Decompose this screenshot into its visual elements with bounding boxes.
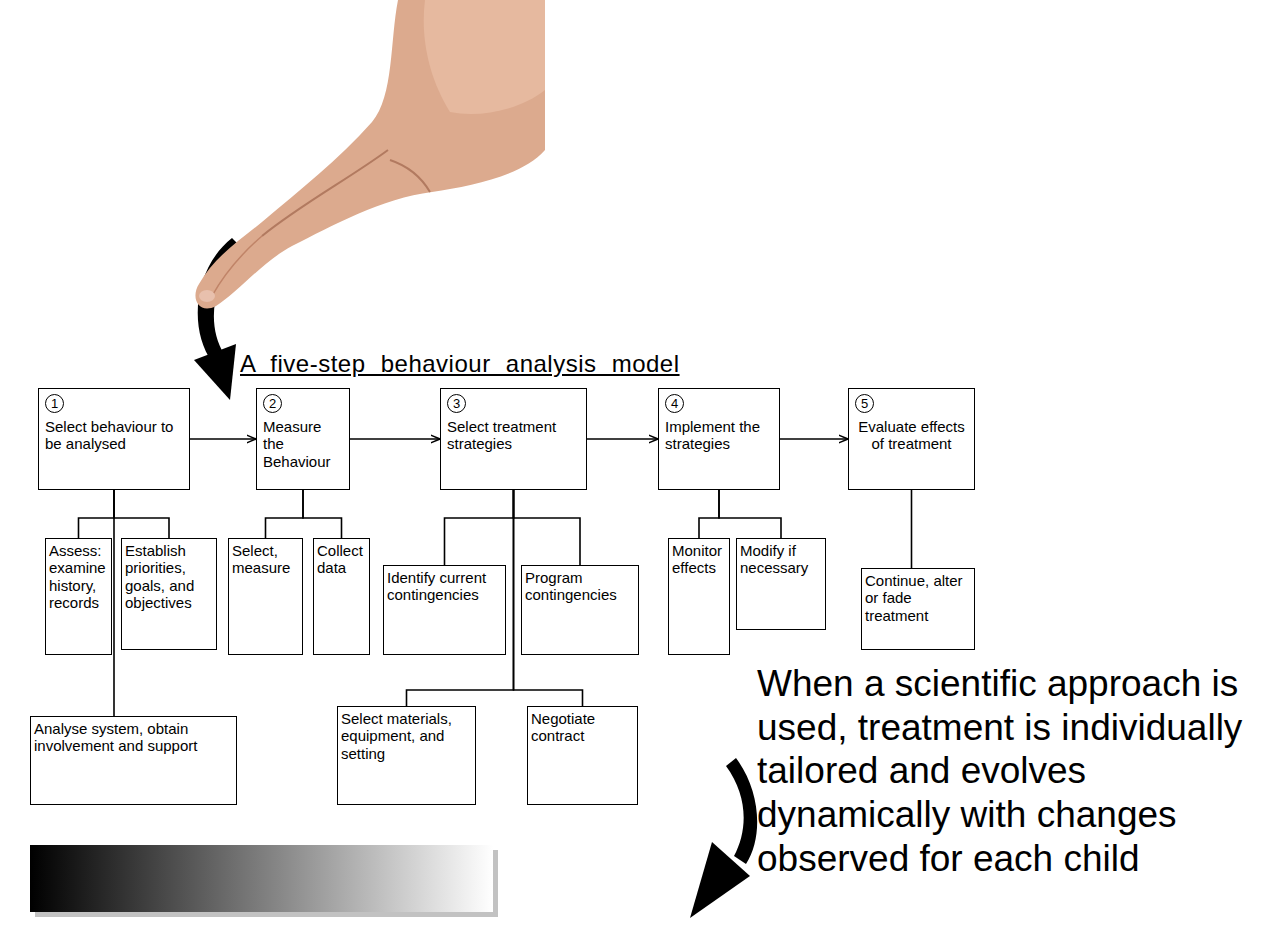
step-box: 1Select behaviour to be analysed [38,388,190,490]
box-text: Analyse system, obtain involvement and s… [34,720,233,755]
sub-step-box: Modify if necessary [736,538,826,630]
box-text: Select materials, equipment, and setting [341,710,472,762]
arrow-head [690,842,750,918]
tree-connector [79,490,115,538]
box-text: Program contingencies [525,569,635,604]
sub-step-box: Continue, alter or fade treatment [861,568,975,650]
sub-step-box: Collect data [313,538,370,655]
box-text: Collect data [317,542,366,577]
box-text: Select behaviour to be analysed [45,418,183,453]
knuckle-crease [390,160,430,192]
flow-arrow [350,438,440,440]
tree-connector [303,490,342,538]
tree-connector [719,490,781,538]
hand-highlight [424,0,545,114]
step-box: 3Select treatment strategies [440,388,587,490]
step-number: 4 [665,394,684,413]
box-text: Measure the Behaviour [263,418,343,470]
box-text: Identify current contingencies [387,569,502,604]
sub-step-box: Monitor effects [668,538,730,655]
sub-step-box: Identify current contingencies [383,565,506,655]
box-text: Negotiate contract [531,710,634,745]
box-text: Implement the strategies [665,418,773,453]
sub-step-box: Select materials, equipment, and setting [337,706,476,805]
arrow-head [194,344,236,400]
curved-arrow [726,758,757,864]
sub-step-box: Establish priorities, goals, and objecti… [121,538,217,650]
step-box: 4Implement the strategies [658,388,780,490]
sub-step-box: Negotiate contract [527,706,638,805]
box-text: Select treatment strategies [447,418,580,453]
tree-connector [514,490,581,565]
tree-connector [445,490,514,565]
tree-connector [911,490,913,568]
box-text: Select, measure [232,542,299,577]
flow-arrow [190,438,256,440]
tree-connector [114,490,169,538]
step-box: 5Evaluate effects of treatment [848,388,975,490]
tree-connector [266,490,304,538]
box-text: Assess: examine history, records [49,542,108,611]
box-text: Modify if necessary [740,542,822,577]
tree-connector [699,490,719,538]
sub-step-box: Analyse system, obtain involvement and s… [30,716,237,805]
tree-connector [113,490,115,716]
box-text: Evaluate effects of treatment [855,418,968,453]
step-number: 1 [45,394,64,413]
box-text: Establish priorities, goals, and objecti… [125,542,213,611]
step-number: 5 [855,394,874,413]
box-text: Monitor effects [672,542,726,577]
hand-illustration [195,0,545,309]
step-number: 3 [447,394,466,413]
step-number: 2 [263,394,282,413]
sub-step-box: Program contingencies [521,565,639,655]
gradient-bar [30,845,493,912]
box-text: Continue, alter or fade treatment [865,572,971,624]
hand-shape [195,0,545,309]
sub-step-box: Select, measure [228,538,303,655]
flow-arrow [587,438,658,440]
flow-arrow [780,438,848,440]
finger-crease [212,236,262,296]
note-text: When a scientific approach is used, trea… [757,662,1252,880]
fingernail [199,290,215,302]
sub-step-box: Assess: examine history, records [45,538,112,655]
finger-crease [262,150,388,236]
diagram-title: A five-step behaviour analysis model [240,350,680,378]
step-box: 2Measure the Behaviour [256,388,350,490]
